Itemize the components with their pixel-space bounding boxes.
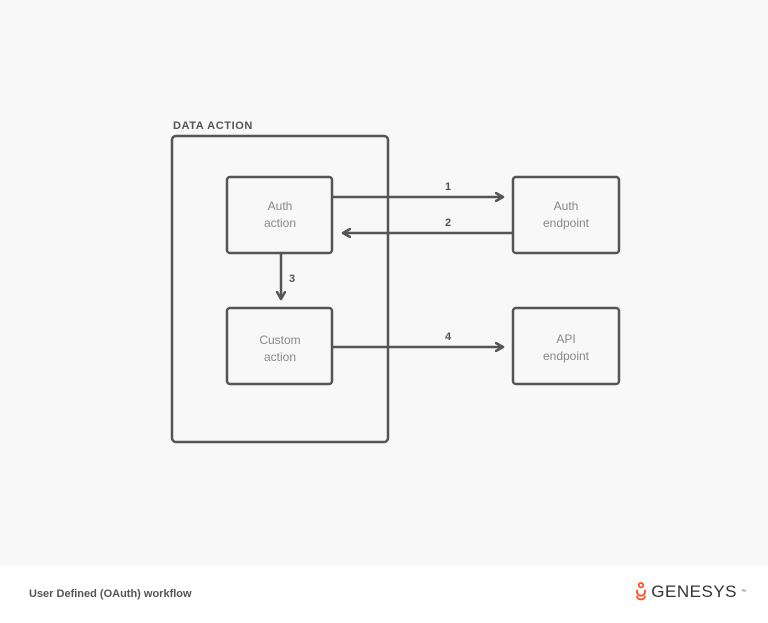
diagram-canvas: DATA ACTION Auth action Custom action Au… (170, 120, 621, 444)
node-auth-endpoint: Auth endpoint (511, 175, 621, 255)
node-api-endpoint-line1: API (556, 332, 575, 346)
node-api-endpoint-line2: endpoint (543, 349, 590, 363)
edge-4-label: 4 (445, 331, 452, 343)
genesys-logo-text: GENESYS (651, 582, 737, 601)
edge-2: 2 (343, 217, 512, 233)
node-auth-action: Auth action (225, 175, 334, 255)
node-custom-action-line2: action (264, 350, 296, 364)
edge-4: 4 (333, 331, 503, 347)
edge-3: 3 (281, 254, 295, 299)
node-custom-action: Custom action (225, 306, 334, 386)
container-label: DATA ACTION (173, 120, 253, 132)
diagram-caption: User Defined (OAuth) workflow (29, 588, 192, 600)
footer: User Defined (OAuth) workflow GENESYS ™ (0, 566, 768, 623)
data-action-container (170, 134, 390, 444)
genesys-logo: GENESYS ™ (635, 582, 746, 602)
genesys-logo-tm: ™ (741, 589, 746, 595)
genesys-logo-icon (636, 582, 647, 601)
edge-2-label: 2 (445, 217, 451, 229)
node-auth-endpoint-line2: endpoint (543, 216, 590, 230)
workflow-diagram: DATA ACTION Auth action Custom action Au… (170, 120, 621, 444)
edge-3-label: 3 (289, 273, 295, 285)
node-custom-action-line1: Custom (259, 333, 300, 347)
edge-1: 1 (333, 181, 503, 197)
node-auth-action-line1: Auth (268, 199, 293, 213)
node-api-endpoint: API endpoint (511, 306, 621, 386)
node-auth-endpoint-line1: Auth (554, 199, 579, 213)
edge-1-label: 1 (445, 181, 451, 193)
node-auth-action-line2: action (264, 216, 296, 230)
